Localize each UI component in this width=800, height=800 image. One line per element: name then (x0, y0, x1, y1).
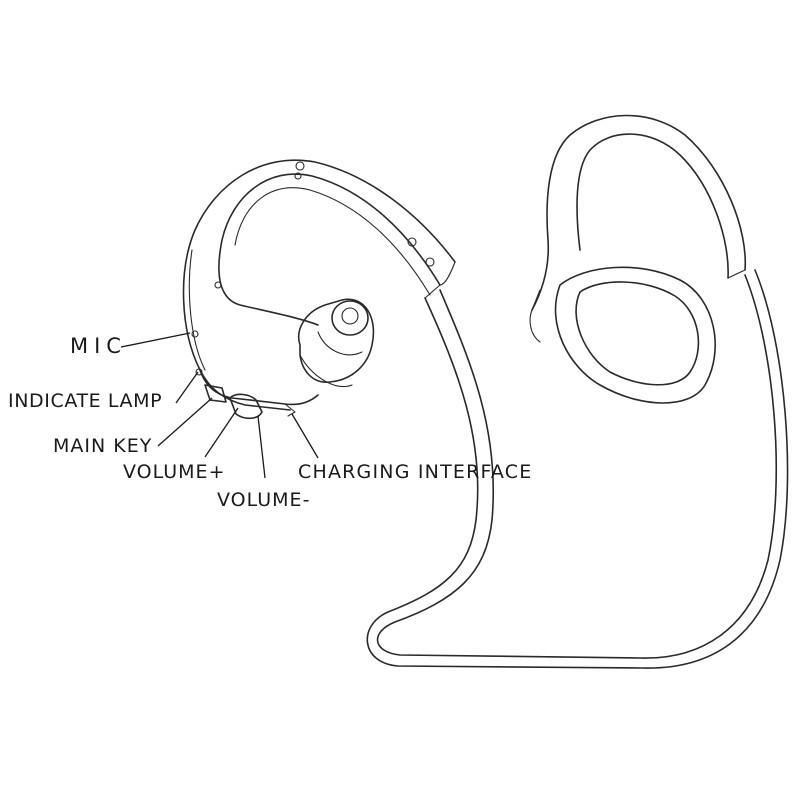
volume-up-leader (204, 407, 239, 458)
label-charging-interface: CHARGING INTERFACE (298, 461, 533, 483)
label-volume-up: VOLUME+ (123, 461, 226, 483)
mic-leader (120, 332, 191, 348)
lamp-leader (175, 371, 199, 404)
leader-lines (120, 332, 319, 479)
neckband (366, 269, 789, 669)
right-earpiece (529, 114, 747, 404)
label-indicate-lamp: INDICATE LAMP (8, 390, 163, 412)
volume-down-leader (257, 415, 266, 479)
main-key-leader (157, 397, 213, 447)
label-main-key: MAIN KEY (53, 435, 153, 457)
label-volume-down: VOLUME- (217, 489, 311, 511)
left-earpiece (182, 159, 456, 420)
charging-leader (291, 413, 319, 459)
label-mic: MIC (70, 334, 127, 358)
